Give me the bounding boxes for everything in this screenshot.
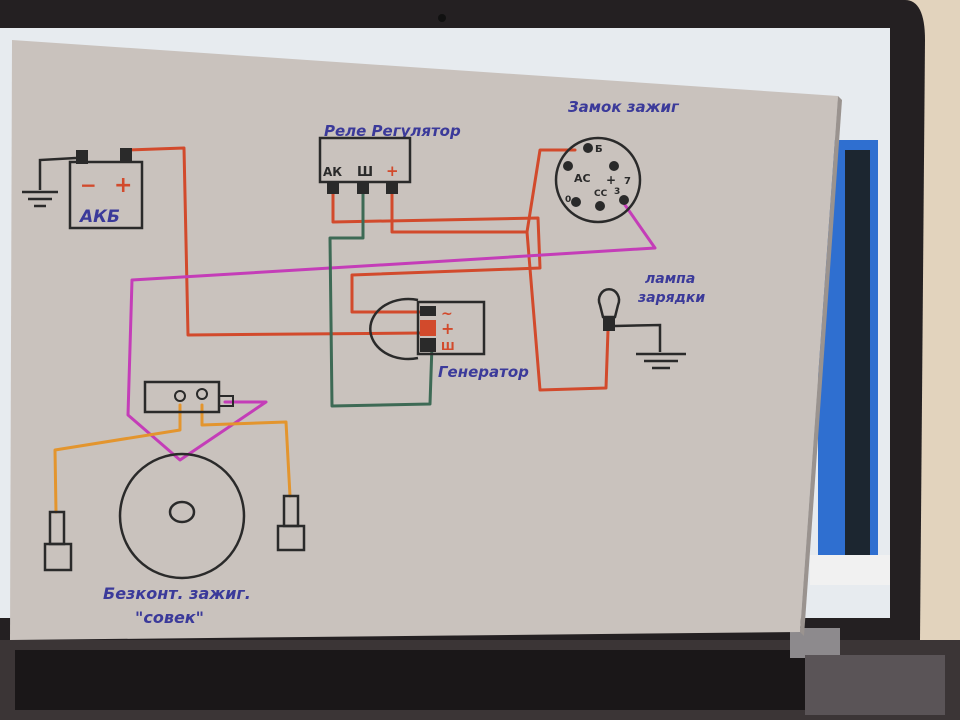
wire-orange-right [200,403,292,498]
battery-ground-wire [38,156,77,190]
generator: ~ + Ш Генератор [369,297,529,381]
wire-red-lock [525,148,577,234]
generator-brush-bottom [420,338,436,352]
battery-label: АКБ [78,207,120,227]
generator-label: Генератор [438,363,529,381]
lock-label-cc: СС [594,189,608,199]
relay-terminal-sh [357,182,369,194]
relay-title: Реле Регулятор [324,122,461,140]
webcam [438,14,446,22]
lock-label-b: Б [595,144,603,155]
relay-regulator: Реле Регулятор АК Ш + [318,122,461,194]
lock-pin-b [583,143,593,153]
ignition-switch-tab [218,395,234,407]
lamp-label-line2: зарядки [637,290,705,306]
wire-red-battery [126,146,422,337]
wire-magenta [126,203,657,462]
ignition-lock-title: Замок зажиг [568,98,680,116]
wire-red-relay-ak [331,188,542,314]
generator-brush-top [420,306,436,316]
relay-terminal-sh-label: Ш [357,165,373,180]
lock-pin-ac [563,161,573,171]
generator-body [416,300,486,356]
lock-label-0: 0 [565,195,571,205]
lamp-base [603,317,615,331]
ignition-lock-body [554,136,642,224]
battery-minus-sign: − [80,173,97,197]
screen-taskbar [810,555,890,585]
lamp-label-line1: лампа [645,271,695,287]
battery-terminal-neg [76,150,88,164]
lamp-ground-wire [614,323,662,352]
lock-pin-0 [571,197,581,207]
battery-body [68,160,144,230]
wire-orange-left [53,403,182,514]
wire-green [328,188,434,408]
laptop-base-right [805,655,945,715]
contactless-ignition: Безконт. зажиг. "совек" [43,380,306,627]
lamp-bulb-icon [597,288,621,319]
generator-terminal-sh: Ш [441,340,455,353]
lock-pin-cc [595,201,605,211]
battery-plus-sign: + [114,173,132,198]
generator-terminal-plus: + [441,319,454,338]
lock-label-plus: + [606,173,616,187]
lock-pin-3 [619,195,629,205]
paper-shadow [800,96,842,636]
charge-lamp: лампа зарядки [597,271,705,370]
ignition-lock: Замок зажиг Б АС + 7 СС 3 0 [554,98,680,224]
generator-rotor [369,297,419,361]
laptop-speaker-bar [15,650,805,710]
screen-dark-strip [845,150,870,570]
relay-terminal-ak-label: АК [323,165,342,179]
spark-plug-right-icon [276,494,306,552]
relay-terminal-plus [386,182,398,194]
lock-label-7: 7 [624,176,631,187]
wire-red-relay-plus [390,188,610,392]
generator-brush-mid [420,320,436,336]
ground-icon [22,190,58,208]
ground-icon [636,352,686,370]
ignition-coil-disc [118,452,246,580]
relay-terminal-ak [327,182,339,194]
lock-label-3: 3 [614,187,620,197]
ignition-switch-terminal-right [196,388,208,400]
lock-pin-plus [609,161,619,171]
laptop-hinge-right [790,628,840,658]
battery-terminal-pos [120,148,132,162]
lock-label-ac: АС [574,172,591,185]
generator-terminal-tilde: ~ [441,306,453,322]
battery: − + АКБ [22,148,144,230]
contactless-label-line2: "совек" [135,608,204,627]
ignition-coil-center [168,500,196,524]
relay-terminal-plus-label: + [386,162,399,180]
spark-plug-left-icon [43,510,73,572]
ignition-switch-terminal-left [174,390,186,402]
contactless-label-line1: Безконт. зажиг. [103,584,251,603]
wires [53,146,657,514]
